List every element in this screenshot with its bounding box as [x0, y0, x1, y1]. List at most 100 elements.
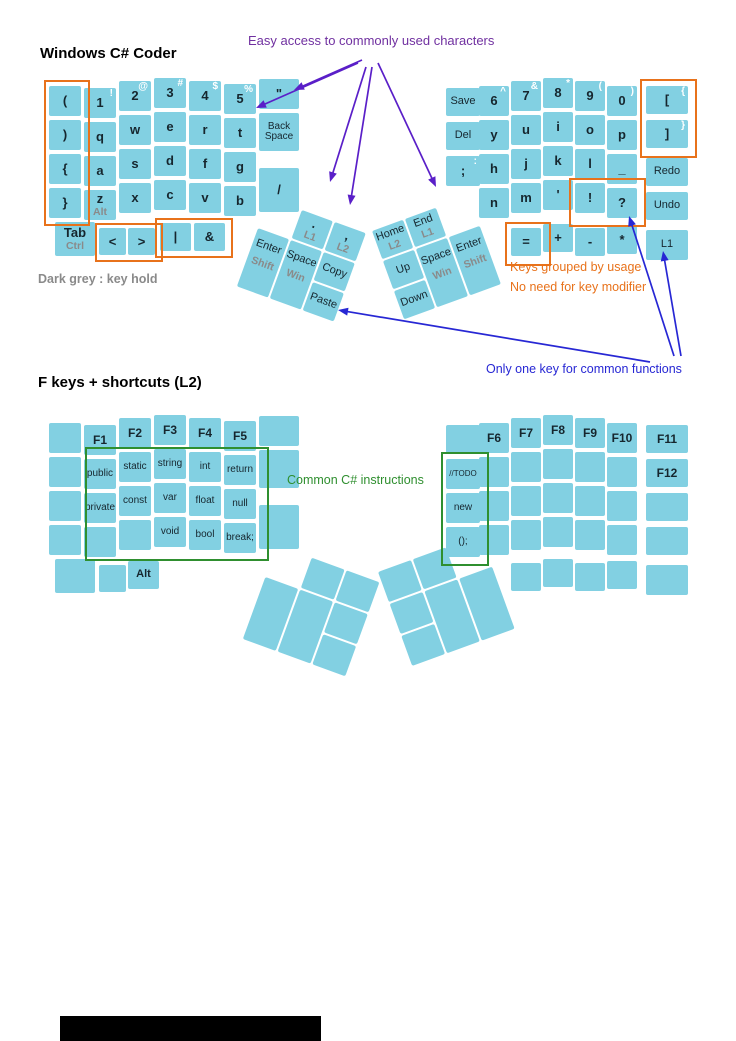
key: * — [607, 226, 637, 254]
key: ]} — [646, 120, 688, 148]
key-t: t — [224, 118, 256, 148]
key-static: static — [119, 452, 151, 482]
key-blank — [49, 457, 81, 487]
key-w: w — [119, 115, 151, 145]
key-r: r — [189, 115, 221, 145]
key-v: v — [189, 183, 221, 213]
key-null: null — [224, 489, 256, 519]
key-blank — [511, 563, 541, 591]
key-return: return — [224, 455, 256, 485]
key-c: c — [154, 180, 186, 210]
orange-highlight-box — [569, 178, 646, 227]
key-b: b — [224, 186, 256, 216]
key: > — [128, 228, 155, 255]
key-blank — [543, 449, 573, 479]
orange-highlight-box — [640, 79, 697, 158]
key: ? — [607, 188, 637, 218]
purple-arrow — [350, 66, 373, 198]
key-redo: Redo — [646, 158, 688, 186]
key-blank — [479, 491, 509, 521]
grouped-note-line1: Keys grouped by usage — [510, 260, 642, 274]
key-e: e — [154, 112, 186, 142]
easy-access-note: Easy access to commonly used characters — [248, 33, 495, 48]
key: ! — [575, 183, 605, 213]
key-undo: Undo — [646, 192, 688, 220]
key-blank — [607, 561, 637, 589]
key-y: y — [479, 120, 509, 150]
orange-highlight-box — [44, 80, 90, 226]
key-k: k — [543, 146, 573, 176]
key-5: 5% — [224, 84, 256, 114]
orange-highlight-box — [505, 222, 551, 266]
key-f9: F9 — [575, 418, 605, 448]
page-title: Windows C# Coder — [40, 45, 177, 62]
key-4: 4$ — [189, 81, 221, 111]
key-f4: F4 — [189, 418, 221, 448]
key-u: u — [511, 115, 541, 145]
key-blank — [575, 520, 605, 550]
key-save: Save — [446, 88, 480, 116]
key: " — [259, 79, 299, 109]
key-blank — [49, 491, 81, 521]
key: / — [259, 168, 299, 212]
purple-arrow — [377, 62, 434, 181]
key-public: public — [84, 459, 116, 489]
key-l1: L1 — [646, 230, 688, 260]
key-m: m — [511, 183, 541, 213]
key-blank — [49, 423, 81, 453]
blue-arrow — [345, 310, 651, 363]
key-del: Del — [446, 122, 480, 150]
key-blank — [646, 565, 688, 595]
key-break: break; — [224, 523, 256, 553]
purple-arrow — [331, 66, 367, 175]
key-s: s — [119, 149, 151, 179]
key-f8: F8 — [543, 415, 573, 445]
key-blank — [543, 517, 573, 547]
key-blank — [259, 505, 299, 549]
key-blank — [259, 450, 299, 488]
footer-bar — [60, 1016, 321, 1041]
key-f7: F7 — [511, 418, 541, 448]
key-f12: F12 — [646, 459, 688, 487]
key-blank — [607, 525, 637, 555]
key: [{ — [646, 86, 688, 114]
key-g: g — [224, 152, 256, 182]
key-blank — [259, 416, 299, 446]
key-blank — [543, 559, 573, 587]
key-f11: F11 — [646, 425, 688, 453]
key-blank — [511, 520, 541, 550]
key-blank — [49, 525, 81, 555]
key: & — [194, 223, 225, 251]
key-p: p — [607, 120, 637, 150]
key: | — [160, 223, 191, 251]
green-highlight-box — [85, 447, 269, 561]
orange-highlight-box — [95, 223, 163, 262]
purple-arrow — [300, 59, 363, 88]
key-void: void — [154, 517, 186, 547]
purple-arrowhead — [347, 194, 356, 205]
green-highlight-box — [441, 452, 489, 566]
key-todo: //TODO — [446, 459, 480, 489]
key-blank — [99, 565, 126, 592]
key: ' — [543, 180, 573, 210]
key-blank — [543, 483, 573, 513]
key-f: f — [189, 149, 221, 179]
key: - — [575, 228, 605, 256]
key-string: string — [154, 449, 186, 479]
key-blank — [646, 493, 688, 521]
key-8: 8* — [543, 78, 573, 108]
section2-title: F keys + shortcuts (L2) — [38, 374, 202, 391]
key-bool: bool — [189, 520, 221, 550]
key-0: 0) — [607, 86, 637, 116]
key-blank — [575, 452, 605, 482]
key-blank — [575, 486, 605, 516]
key-l: l — [575, 149, 605, 179]
key-blank — [84, 527, 116, 557]
purple-arrowhead — [329, 171, 337, 182]
key-7: 7& — [511, 81, 541, 111]
key-new: new — [446, 493, 480, 523]
key-blank — [479, 457, 509, 487]
key-6: 6^ — [479, 86, 509, 116]
